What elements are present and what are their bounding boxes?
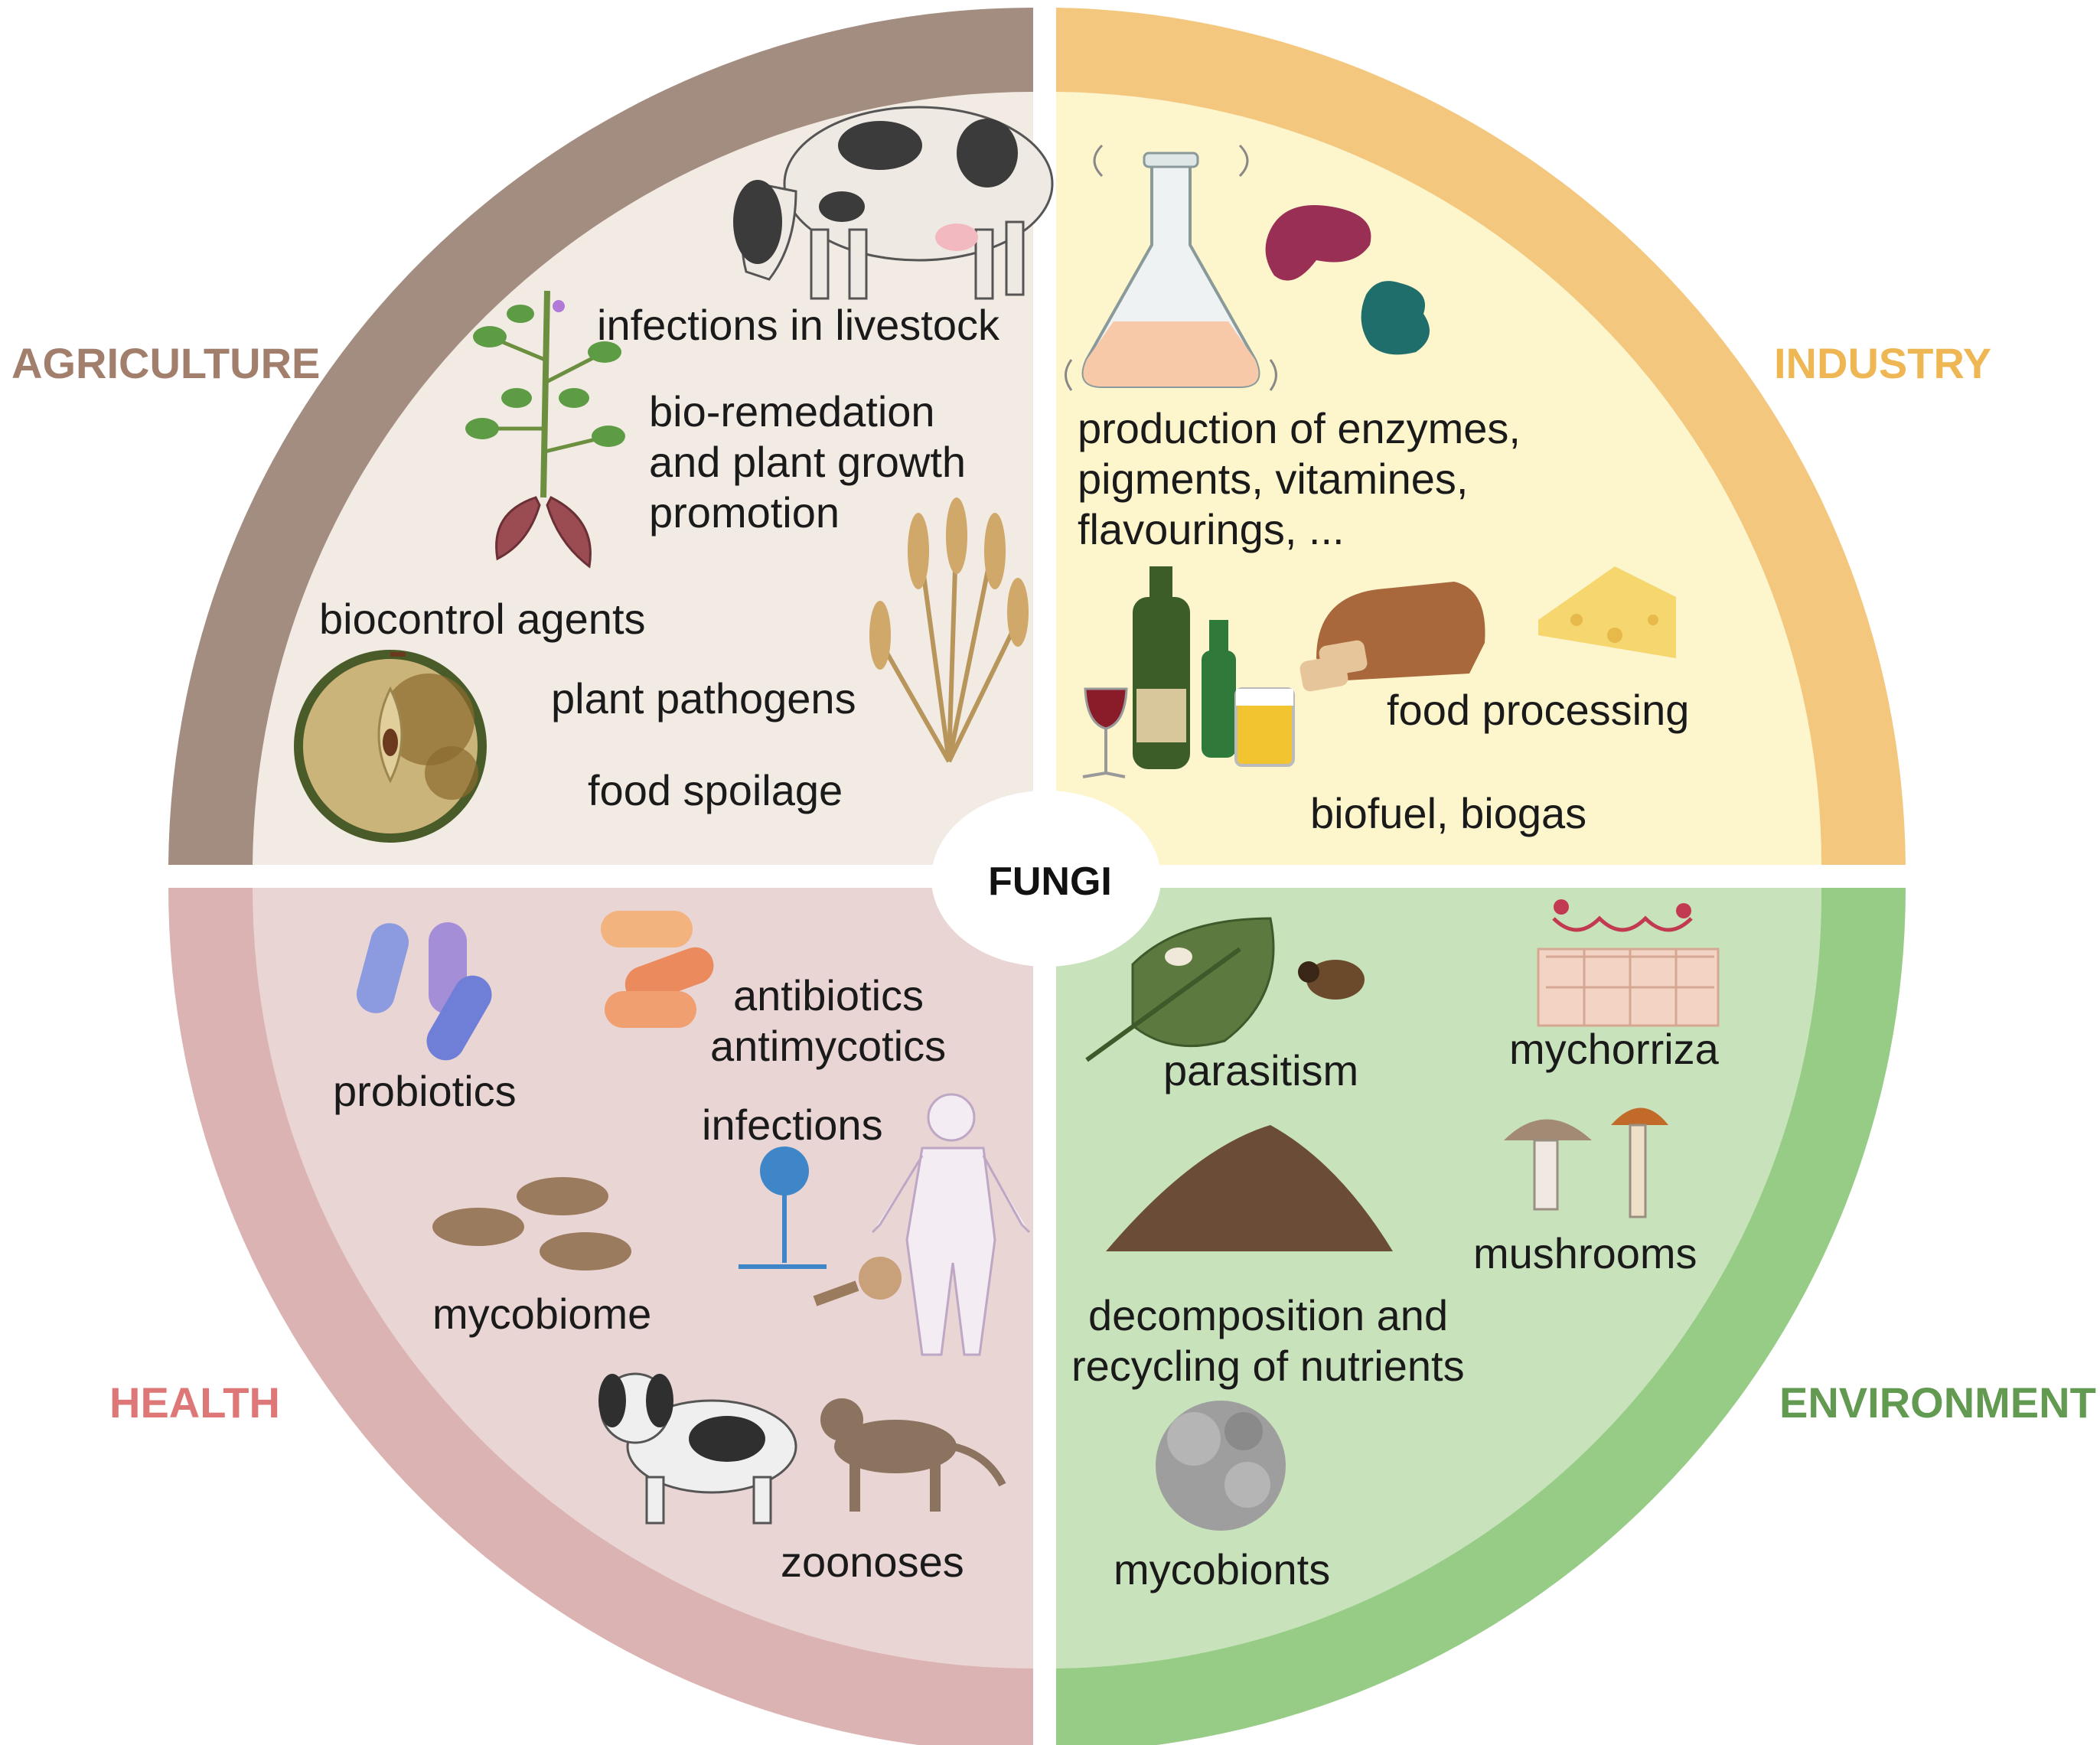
label-parasitism: parasitism	[1163, 1046, 1359, 1094]
label-infections: infections	[702, 1101, 883, 1149]
label-biofuel-biogas: biofuel, biogas	[1310, 789, 1587, 837]
label-decomposition-and: decomposition and	[1088, 1291, 1449, 1339]
industry-area	[1056, 92, 1821, 865]
label-bio-remedation: bio-remedation	[649, 387, 935, 435]
label-flavourings: flavourings, ...	[1078, 505, 1345, 553]
label-zoonoses: zoonoses	[781, 1538, 964, 1586]
label-food-spoilage: food spoilage	[588, 766, 843, 814]
bread-icon	[1299, 582, 1485, 692]
lichen-icon	[1156, 1401, 1286, 1531]
rotten-apple-icon	[294, 650, 487, 843]
capsules-icon	[356, 922, 492, 1061]
mycorrhiza-icon	[1537, 899, 1720, 1027]
cheese-icon	[1538, 566, 1676, 658]
label-and-plant-growth: and plant growth	[649, 438, 967, 486]
dog-icon	[598, 1372, 797, 1525]
bottles-icon	[1082, 566, 1295, 778]
label-mychorriza: mychorriza	[1509, 1025, 1719, 1073]
center-label: FUNGI	[988, 859, 1112, 904]
label-recycling-of-nutrients: recycling of nutrients	[1071, 1342, 1465, 1390]
wheat-icon	[869, 497, 1029, 763]
label-probiotics: probiotics	[333, 1067, 517, 1115]
environment-title: ENVIRONMENT	[1779, 1378, 2096, 1427]
mushrooms-icon	[1504, 1107, 1668, 1218]
label-mycobionts: mycobionts	[1114, 1545, 1331, 1593]
label-biocontrol-agents: biocontrol agents	[319, 595, 646, 643]
center-ellipse	[931, 791, 1161, 967]
label-pigments-vitamines: pigments, vitamines,	[1078, 455, 1469, 503]
mycobiome-icon	[432, 1177, 631, 1270]
cat-icon	[820, 1398, 1006, 1512]
human-body-icon	[871, 1093, 1031, 1356]
label-promotion: promotion	[649, 488, 840, 537]
health-area	[253, 888, 1033, 1668]
label-infections-in-livestock: infections in livestock	[597, 301, 1000, 349]
industry-title: INDUSTRY	[1774, 339, 1992, 387]
pills-icon	[601, 911, 714, 1028]
label-antibiotics: antibiotics	[733, 971, 924, 1019]
enzyme-icon	[1265, 205, 1430, 355]
agriculture-title: AGRICULTURE	[11, 339, 321, 387]
soil-icon	[1106, 1125, 1393, 1251]
cow-icon	[733, 106, 1054, 300]
leaf-icon	[1085, 917, 1275, 1062]
label-food-processing: food processing	[1387, 686, 1690, 734]
label-mushrooms: mushrooms	[1473, 1229, 1697, 1277]
plant-roots-icon	[465, 290, 625, 569]
aspergillus-icon	[739, 1146, 902, 1306]
flask-icon	[1065, 144, 1277, 391]
label-production-of-enzymes: production of enzymes,	[1078, 404, 1521, 452]
beetle-icon	[1298, 960, 1365, 1000]
label-mycobiome: mycobiome	[432, 1290, 652, 1338]
health-title: HEALTH	[109, 1378, 280, 1427]
label-antimycotics: antimycotics	[710, 1022, 947, 1070]
label-plant-pathogens: plant pathogens	[551, 674, 856, 722]
